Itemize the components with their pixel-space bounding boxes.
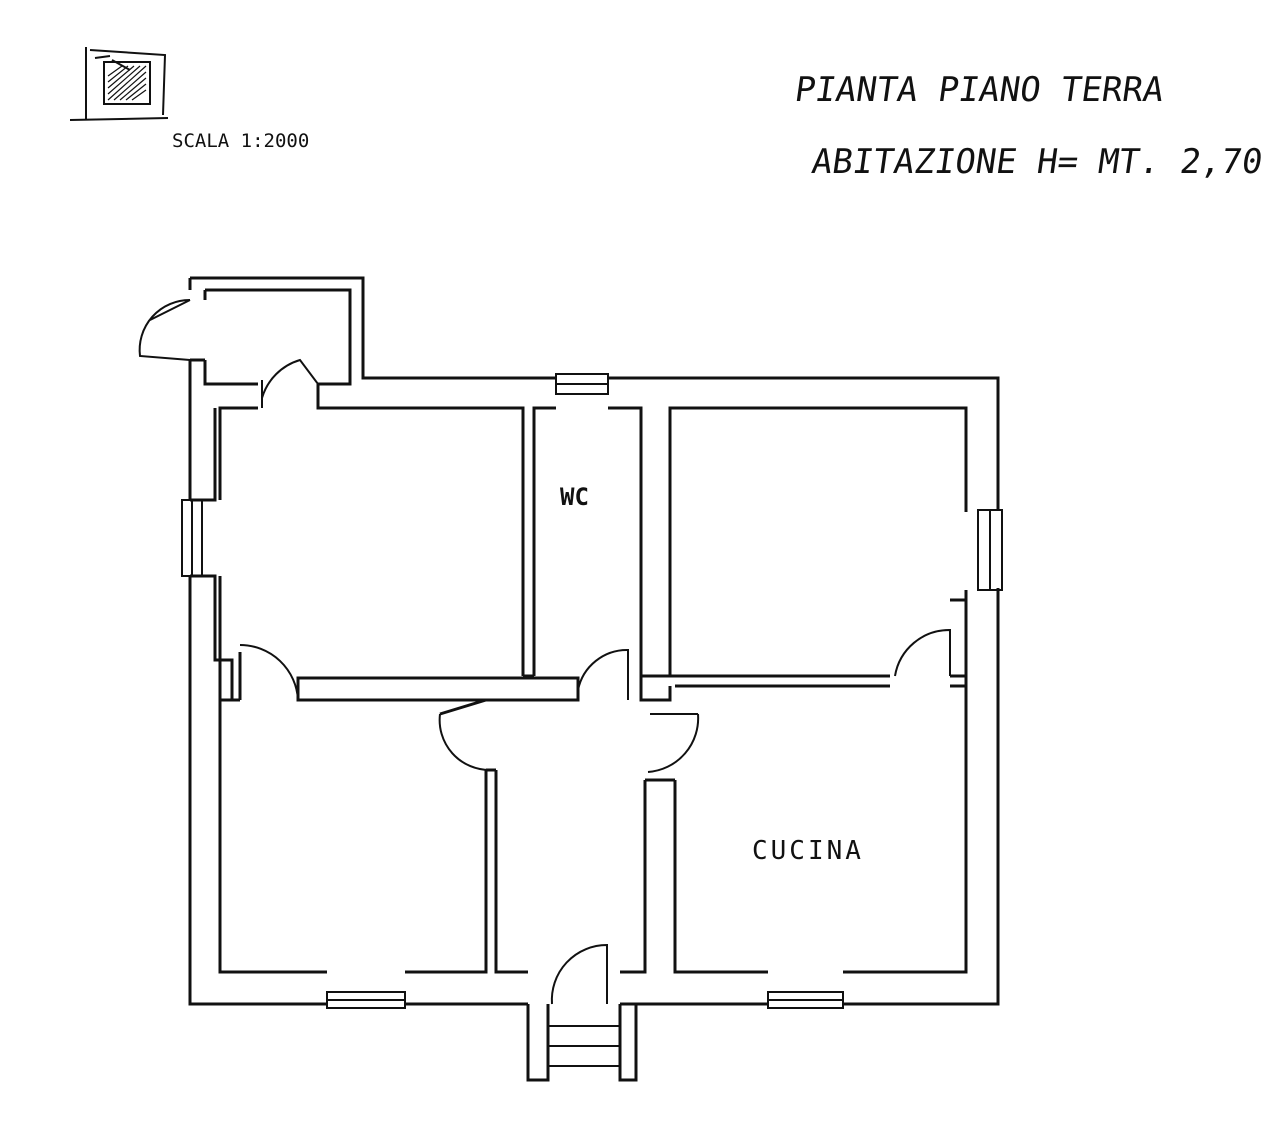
doors bbox=[138, 298, 951, 1005]
location-map-icon bbox=[69, 47, 169, 121]
entrance-steps bbox=[526, 1004, 638, 1082]
interior-walls bbox=[220, 598, 968, 782]
outer-walls bbox=[188, 276, 1000, 1006]
room-label-wc: WC bbox=[560, 483, 589, 511]
room-label-kitchen: CUCINA bbox=[752, 836, 864, 866]
windows bbox=[181, 373, 1003, 1009]
scale-label: SCALA 1:2000 bbox=[172, 130, 310, 152]
